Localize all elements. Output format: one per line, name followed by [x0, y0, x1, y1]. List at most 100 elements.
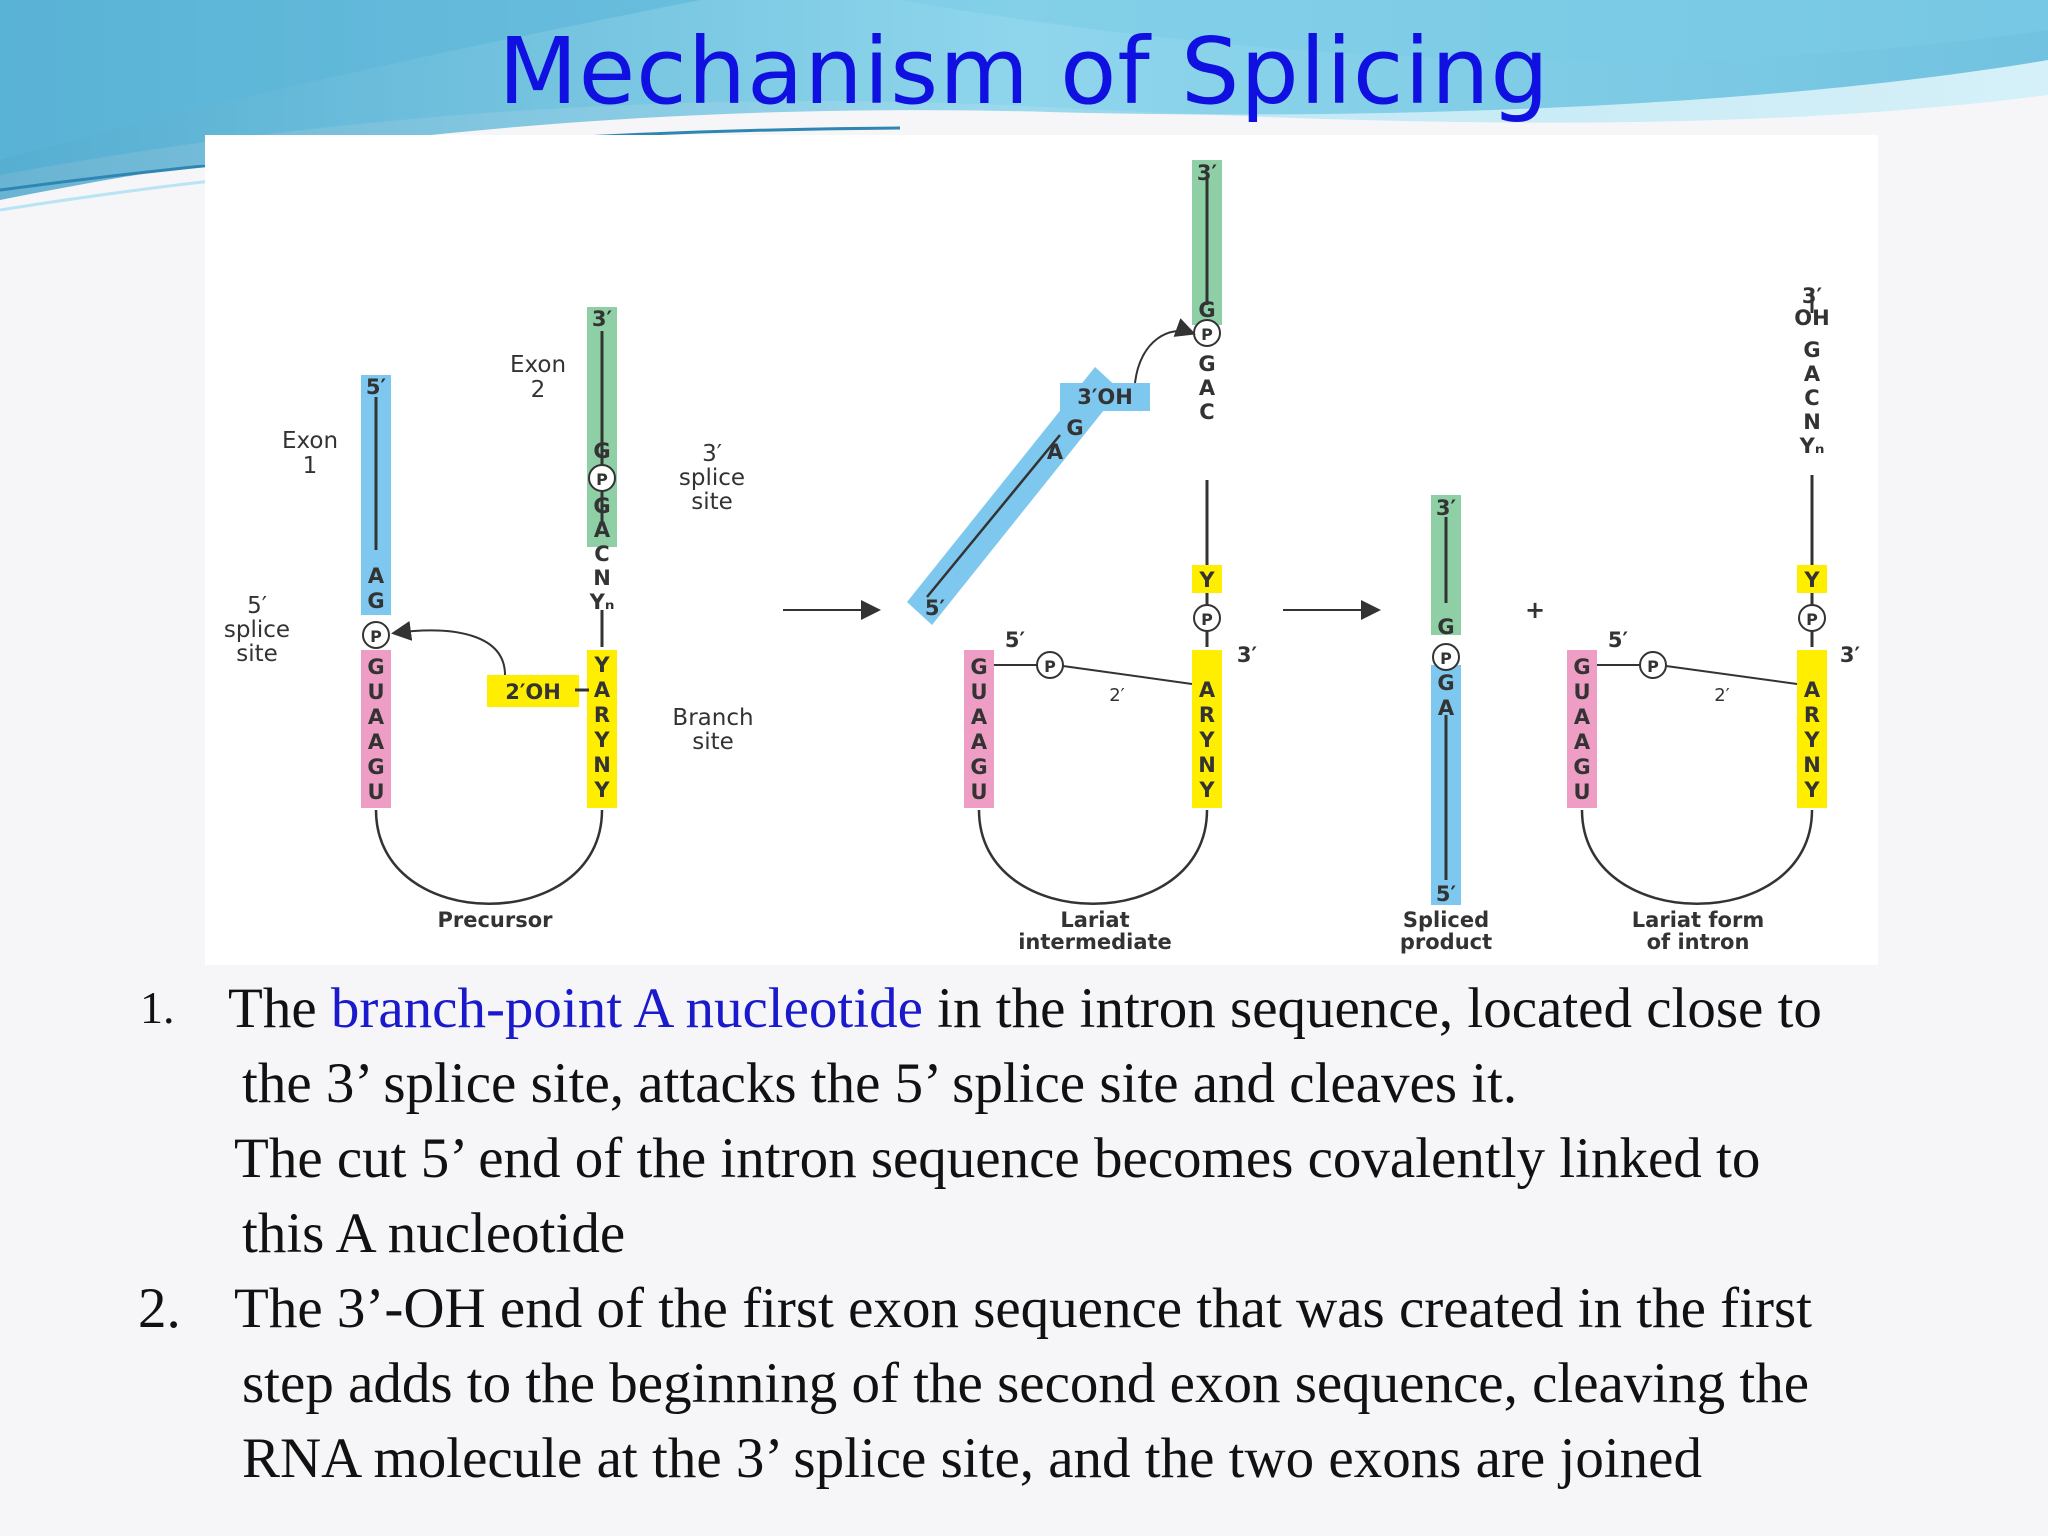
branch-bar [587, 650, 617, 808]
intron5-seq: G [367, 755, 384, 779]
tail-seq: G [1198, 352, 1215, 376]
branch-seq: A [1804, 678, 1821, 702]
branch-seq: R [594, 703, 610, 727]
exon1-label: 1 [303, 453, 318, 479]
p-label: P [1201, 325, 1213, 344]
spliced-5prime: 5′ [1436, 882, 1457, 906]
intron5-seq: U [1573, 680, 1590, 704]
three-oh-label: 3′OH [1077, 385, 1133, 409]
lariat-intron-structure [1567, 290, 1827, 905]
exon2-seq-g: G [1198, 298, 1215, 322]
released-exon1-bar [907, 367, 1120, 625]
intron5-seq: A [368, 730, 385, 754]
splice5-label: splice [224, 617, 290, 643]
p-label: P [370, 627, 382, 646]
point-1-line-1: The branch-point A nucleotide in the int… [228, 980, 1822, 1037]
exon1-seq-g: G [367, 589, 384, 613]
branch-bar [1797, 650, 1827, 808]
caption-precursor: Precursor [437, 908, 553, 932]
slide-title: Mechanism of Splicing [498, 18, 1550, 125]
intron3-seq: N [593, 566, 611, 590]
branch-seq: A [1199, 678, 1216, 702]
p-label: P [596, 470, 608, 489]
point-1-highlight: branch-point A nucleotide [330, 977, 923, 1040]
point-1-line-4: this A nucleotide [242, 1202, 626, 1265]
point-1-number: 1. [140, 982, 175, 1033]
plus-sign: + [1525, 596, 1545, 624]
intron5-seq: A [1574, 705, 1591, 729]
intron5-bar [1567, 650, 1597, 808]
released-exon1-a: A [1047, 440, 1064, 464]
two-oh-label: 2′OH [505, 680, 561, 704]
lariat-intermediate-structure [907, 160, 1222, 905]
prime3-label: 3′ [1237, 643, 1258, 667]
exon1-5prime: 5′ [366, 375, 387, 399]
released-exon1-5prime: 5′ [925, 596, 946, 620]
p-label: P [1647, 657, 1659, 676]
spliced-3prime: 3′ [1436, 496, 1457, 520]
branch-seq: A [594, 678, 611, 702]
branch-seq: Y [593, 728, 610, 752]
point-1-pre: The [228, 977, 331, 1040]
intron5-seq: U [367, 780, 384, 804]
three-oh-box [1060, 383, 1150, 411]
caption-lariat-intermediate: intermediate [1018, 930, 1172, 954]
point-2-line-2: step adds to the beginning of the second… [242, 1352, 1810, 1415]
two-oh-box [487, 675, 579, 707]
exon2-label: 2 [531, 377, 546, 403]
branch-seq: Y [1803, 778, 1820, 802]
intron5-seq: G [970, 755, 987, 779]
branch-seq: N [1803, 753, 1821, 777]
branch-y: Y [1803, 568, 1820, 592]
prime2-label: 2′ [1714, 685, 1730, 706]
branch-seq: Y [1803, 728, 1820, 752]
intron5-bar [964, 650, 994, 808]
p-label: P [1044, 657, 1056, 676]
intron5-seq: G [970, 655, 987, 679]
spliced-a: A [1438, 696, 1455, 720]
intron3-seq: Yₙ [589, 590, 615, 614]
intron5-seq: G [1573, 755, 1590, 779]
intron5-bar [361, 650, 391, 808]
branch-seq: Y [593, 778, 610, 802]
branch-seq: N [593, 753, 611, 777]
tail-seq: A [1199, 376, 1216, 400]
intron3-seq: A [594, 518, 611, 542]
spliced-g: G [1437, 615, 1454, 639]
exon2-3prime: 3′ [1197, 161, 1218, 185]
intron5-seq: A [1574, 730, 1591, 754]
exon2-3prime: 3′ [592, 307, 613, 331]
splicing-diagram: 5′ 3′ A G P G U A A G U G P G A C N Yₙ Y… [205, 135, 1878, 965]
branch-seq: N [1198, 753, 1216, 777]
lariat-3prime: 3′ [1802, 284, 1823, 308]
intron3-seq: A [1804, 362, 1821, 386]
prime3-label: 3′ [1840, 643, 1861, 667]
intron3-seq: N [1803, 410, 1821, 434]
intron5-seq: U [1573, 780, 1590, 804]
intron5-seq: A [971, 705, 988, 729]
branch-seq: Y [1198, 778, 1215, 802]
branch-seq: R [1199, 703, 1215, 727]
prime2-label: 2′ [1109, 685, 1125, 706]
caption-spliced-product: Spliced [1403, 908, 1489, 932]
intron3-seq: G [1803, 338, 1820, 362]
branch-y: Y [1198, 568, 1215, 592]
lariat-oh: OH [1794, 306, 1829, 330]
intron3-seq: C [1804, 386, 1819, 410]
intron5-seq: G [1573, 655, 1590, 679]
branch-site-label: Branch [672, 705, 753, 731]
prime5-label: 5′ [1005, 628, 1026, 652]
intron5-seq: G [367, 655, 384, 679]
point-1-post: in the intron sequence, located close to [922, 977, 1822, 1040]
exon2-label: Exon [510, 352, 566, 378]
branch-seq: Y [593, 653, 610, 677]
prime5-label: 5′ [1608, 628, 1629, 652]
released-exon1-g: G [1066, 416, 1083, 440]
intron5-seq: U [367, 680, 384, 704]
caption-lariat-intermediate: Lariat [1060, 908, 1129, 932]
p-label: P [1440, 649, 1452, 668]
splice3-label: site [691, 489, 733, 515]
spliced-g: G [1437, 671, 1454, 695]
branch-seq: Y [1198, 728, 1215, 752]
